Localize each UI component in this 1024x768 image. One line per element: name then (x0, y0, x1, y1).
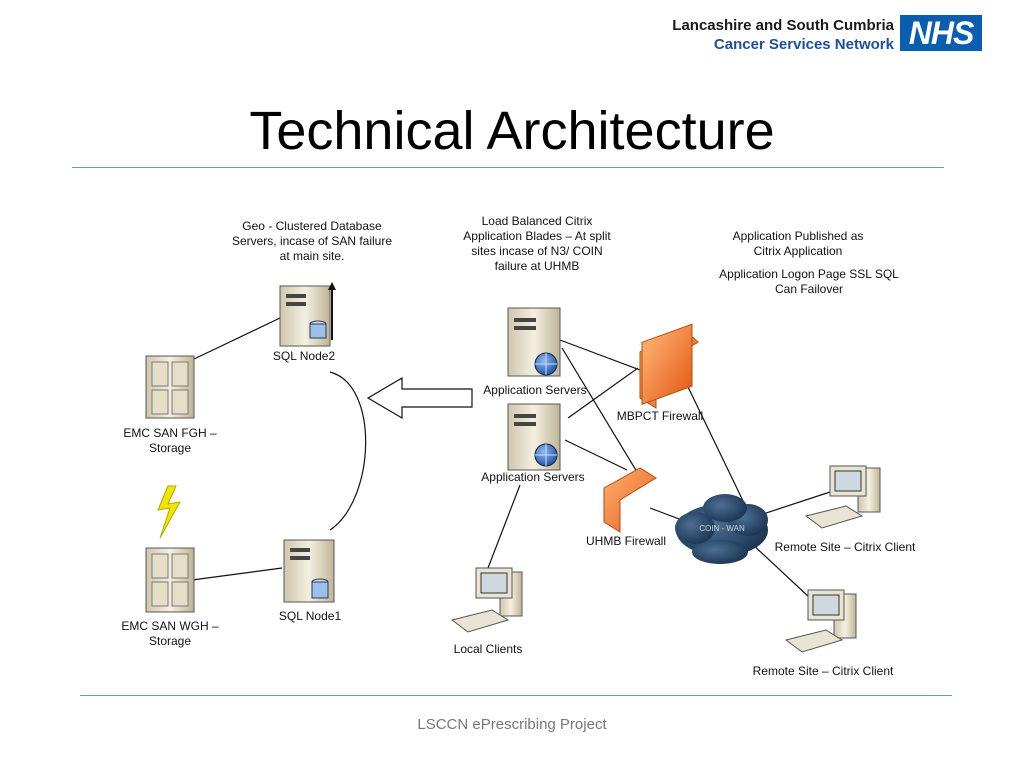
org-name: Lancashire and South Cumbria Cancer Serv… (672, 16, 894, 54)
emc-san-wgh-label: EMC SAN WGH – Storage (121, 619, 219, 648)
connection-lines (191, 317, 831, 599)
lightning-bolt-icon (157, 485, 181, 539)
sql-node1-label: SQL Node1 (278, 609, 342, 623)
title-divider (72, 167, 944, 168)
nhs-logo: NHS (900, 15, 982, 51)
remote-site-2-label: Remote Site – Citrix Client (752, 664, 894, 678)
note-citrix-blades: Load Balanced Citrix Application Blades … (463, 214, 611, 273)
uhmb-firewall-icon (603, 467, 657, 533)
sql-node1-server-icon (283, 539, 335, 603)
mbpct-firewall-icon (639, 323, 699, 409)
local-clients-computer-icon (450, 567, 523, 633)
app-servers-bottom-label: Application Servers (481, 470, 585, 484)
footer-text: LSCCN ePrescribing Project (417, 716, 607, 733)
page-title: Technical Architecture (249, 101, 775, 161)
org-name-line1: Lancashire and South Cumbria (672, 17, 894, 34)
application-server-bottom-icon (507, 403, 561, 471)
note-geo-cluster: Geo - Clustered Database Servers, incase… (231, 219, 393, 263)
note-logon: Application Logon Page SSL SQL Can Failo… (719, 267, 899, 296)
application-server-top-icon (507, 307, 561, 377)
uhmb-firewall-label: UHMB Firewall (585, 534, 666, 548)
app-servers-top-label: Application Servers (483, 383, 587, 397)
sql-node2-server-icon (279, 282, 336, 347)
coin-wan-cloud-icon (675, 494, 768, 564)
local-clients-label: Local Clients (453, 642, 523, 656)
note-published: Application Published as Citrix Applicat… (732, 229, 864, 258)
sql-node2-label: SQL Node2 (272, 349, 336, 363)
mbpct-firewall-label: MBPCT Firewall (616, 409, 704, 423)
emc-san-fgh-storage-icon (145, 355, 195, 419)
org-name-line2: Cancer Services Network (713, 36, 894, 53)
remote-client-1-computer-icon (804, 465, 881, 529)
remote-client-2-computer-icon (784, 589, 857, 653)
emc-san-fgh-label: EMC SAN FGH – Storage (123, 426, 217, 455)
remote-site-1-label: Remote Site – Citrix Client (774, 540, 916, 554)
footer-divider (80, 695, 952, 696)
failover-arrow (366, 376, 473, 420)
emc-san-wgh-storage-icon (145, 547, 195, 613)
coin-wan-label: COIN - WAN (699, 524, 745, 533)
